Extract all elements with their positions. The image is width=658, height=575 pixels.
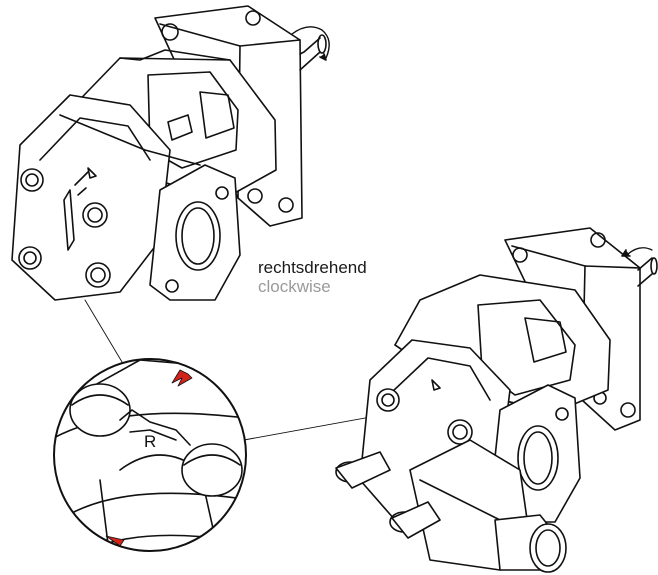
rotation-caption: rechtsdrehend clockwise [258,258,367,296]
side-port-flange-top [149,164,241,301]
drive-shaft-top [299,37,321,71]
rotation-mark-label: R [144,432,156,451]
bolts-top [18,168,111,288]
pump-top-left [11,5,330,301]
drive-shaft-right [637,257,653,287]
caption-german: rechtsdrehend [258,258,367,277]
flow-arrow-icon [431,379,441,391]
flow-arrow-icon [105,535,125,547]
caption-english: clockwise [258,277,331,296]
detail-magnifier: R [53,358,247,552]
pump-bottom-right [335,227,658,573]
rotation-arrow-icon [291,26,330,59]
flow-arrow-icon [171,369,193,387]
leader-line-left [84,299,129,373]
flow-arrow-icon [87,167,97,179]
rotation-arrow-icon [627,247,653,255]
